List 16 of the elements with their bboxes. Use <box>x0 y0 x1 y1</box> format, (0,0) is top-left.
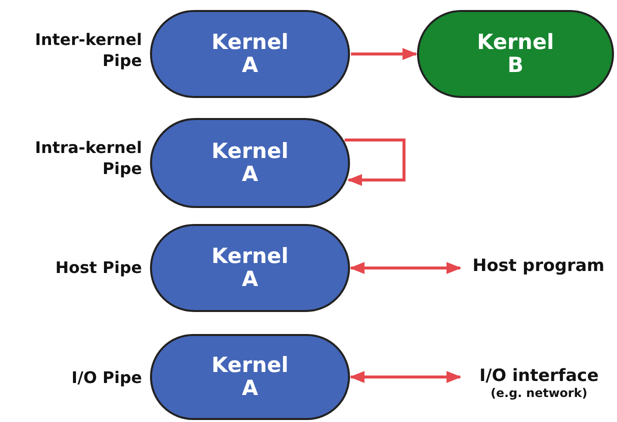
kernel-label: Kernel A <box>210 244 290 292</box>
arrow <box>350 262 462 274</box>
pipe-label: Host Pipe <box>54 258 142 279</box>
kernel-label: Kernel A <box>210 354 290 400</box>
kernel-label: Kernel B <box>476 30 555 78</box>
arrow <box>350 371 462 383</box>
kernel-label: Kernel A <box>210 140 290 186</box>
endpoint-note: (e.g. network) <box>490 386 588 401</box>
arrow <box>351 48 418 60</box>
pipe-label: Inter-kernel Pipe <box>34 30 142 72</box>
pipe-label: I/O Pipe <box>70 368 142 389</box>
endpoint-label: Host program <box>472 256 605 276</box>
arrow <box>344 138 406 186</box>
kernel-label: Kernel A <box>210 30 290 78</box>
pipe-label: Intra-kernel Pipe <box>34 138 142 180</box>
endpoint-label: I/O interface <box>479 366 599 386</box>
